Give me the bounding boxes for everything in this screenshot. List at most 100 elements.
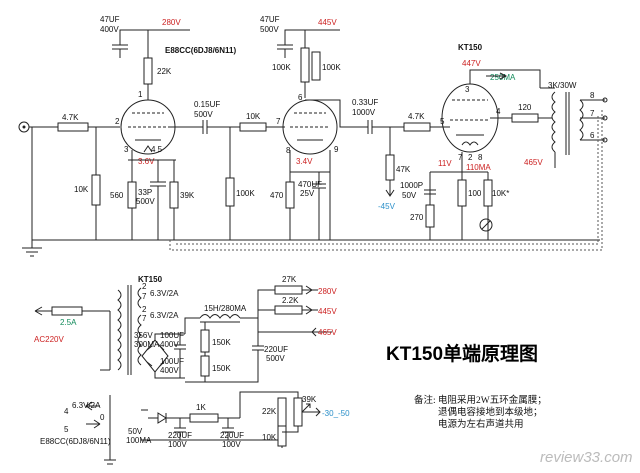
s1-rk-label: 560 bbox=[110, 191, 124, 200]
psu-acin-label: AC220V bbox=[34, 335, 64, 344]
psu-c5v-label: 100V bbox=[222, 440, 241, 449]
psu-pin-top-7: 7 bbox=[142, 292, 147, 301]
s2-rgridin-label: 10K bbox=[246, 112, 261, 121]
out-tap-7: 7 bbox=[590, 109, 595, 118]
out-rscreen-label: 120 bbox=[518, 103, 532, 112]
s1-rk2-label: 39K bbox=[180, 191, 195, 200]
s1-ckv-label: 500V bbox=[136, 197, 155, 206]
s2-rk-label: 470 bbox=[270, 191, 284, 200]
out-r100-label: 100 bbox=[468, 189, 482, 198]
out-vplate-label: 447V bbox=[462, 59, 481, 68]
psu-rbleed2-label: 150K bbox=[212, 364, 231, 373]
s1-pin-1: 1 bbox=[138, 90, 143, 99]
r-in: 4.7K bbox=[57, 113, 89, 132]
bias-diode bbox=[148, 412, 170, 424]
psu-c2v-label: 400V bbox=[160, 366, 179, 375]
out-vscreen-label: 465V bbox=[524, 158, 543, 167]
s1-pin-45: 4 5 bbox=[151, 145, 163, 154]
choke-inductor bbox=[199, 314, 241, 323]
s2-rgrid-label: 100K bbox=[236, 189, 255, 198]
psu-hvsec-label: 356V bbox=[134, 331, 153, 340]
s2-cap-v-label: 500V bbox=[260, 25, 279, 34]
s2-ck-label: 470UF bbox=[298, 180, 322, 189]
s1-vk-label: 3.6V bbox=[138, 157, 155, 166]
power-transformer bbox=[117, 285, 142, 375]
s1-pin-3: 3 bbox=[124, 145, 129, 154]
psu-rbleed1-label: 150K bbox=[212, 338, 231, 347]
tube-kt150 bbox=[441, 83, 499, 153]
psu-tube2-label: E88CC(6DJ8/6N11) bbox=[40, 437, 111, 446]
psu-pin-mid-2: 2 bbox=[142, 305, 147, 314]
out-rk-label: 270 bbox=[410, 213, 424, 222]
meter-icon bbox=[479, 218, 493, 232]
out-tap-8: 8 bbox=[590, 91, 595, 100]
psu-pin-mid-7: 7 bbox=[142, 314, 147, 323]
psu-r22kb-label: 22K bbox=[262, 407, 277, 416]
psu-pin-top-2: 2 bbox=[142, 282, 147, 291]
psu-biassec-label: 50V bbox=[128, 427, 143, 436]
psu-r27k-label: 27K bbox=[282, 275, 297, 284]
tube-e88cc-1 bbox=[120, 99, 176, 155]
out-pin-3: 3 bbox=[465, 85, 470, 94]
note-line-2: 退偶电容接地到本级地； bbox=[438, 406, 543, 418]
s1-ccpl-label: 0.15UF bbox=[194, 100, 220, 109]
psu-c3v-label: 500V bbox=[266, 354, 285, 363]
s1-pin-2: 2 bbox=[115, 117, 120, 126]
psu-c1-label: 100UF bbox=[160, 331, 184, 340]
s2-r2-label: 100K bbox=[322, 63, 341, 72]
out-pin-5: 5 bbox=[440, 117, 445, 126]
psu-biasout-label: -30_-50 bbox=[322, 409, 350, 418]
psu-out3-label: 465V bbox=[318, 328, 337, 337]
stage1-supply-cap: 47UF 400V bbox=[100, 15, 128, 58]
psu-r1k-label: 1K bbox=[196, 403, 206, 412]
out-pin-8: 8 bbox=[478, 153, 483, 162]
out-pin-2: 2 bbox=[468, 153, 473, 162]
s1-cap-v-label: 400V bbox=[100, 25, 119, 34]
psu-choke-label: 15H/280MA bbox=[204, 304, 247, 313]
psu-h3-pin-0: 0 bbox=[100, 413, 105, 422]
psu-heater1-label: 6.3V/2A bbox=[150, 289, 179, 298]
s2-ccplv-label: 1000V bbox=[352, 108, 376, 117]
s2-pin-7: 7 bbox=[276, 117, 281, 126]
psu-c5-label: 220UF bbox=[220, 431, 244, 440]
psu-r22k-label: 2.2K bbox=[282, 296, 299, 305]
out-pin-4: 4 bbox=[496, 107, 501, 116]
psu-r10kb-label: 10K bbox=[262, 433, 277, 442]
psu-c2-label: 100UF bbox=[160, 357, 184, 366]
s2-cap-label: 47UF bbox=[260, 15, 280, 24]
psu-out2-label: 445V bbox=[318, 307, 337, 316]
psu-h3-pin-4: 4 bbox=[64, 407, 69, 416]
psu-biasi-label: 100MA bbox=[126, 436, 152, 445]
s2-pin-9: 9 bbox=[334, 145, 339, 154]
r-grid-label: 10K bbox=[74, 185, 89, 194]
out-pin-7: 7 bbox=[458, 153, 463, 162]
s2-r1-label: 100K bbox=[272, 63, 291, 72]
out-rbias-label: 47K bbox=[396, 165, 411, 174]
psu-r39k-label: 39K bbox=[302, 395, 317, 404]
s2-bplus-label: 445V bbox=[318, 18, 337, 27]
psu-heater2-label: 6.3V/2A bbox=[150, 311, 179, 320]
s1-tube-label: E88CC(6DJ8/6N11) bbox=[165, 46, 236, 55]
out-xfmr-label: 3K/30W bbox=[548, 81, 577, 90]
output-transformer bbox=[551, 91, 584, 155]
s2-pin-6: 6 bbox=[298, 93, 303, 102]
out-ckv-label: 50V bbox=[402, 191, 417, 200]
psu-c3-label: 220UF bbox=[264, 345, 288, 354]
s2-pin-8: 8 bbox=[286, 146, 291, 155]
out-biasv-label: -45V bbox=[378, 202, 396, 211]
s1-ccplv-label: 500V bbox=[194, 110, 213, 119]
out-rgs-label: 4.7K bbox=[408, 112, 425, 121]
s1-bplus-label: 280V bbox=[162, 18, 181, 27]
stage2-supply-cap: 47UF 500V bbox=[260, 15, 293, 58]
note-line-1: 电阻采用2W五环金属膜； bbox=[438, 394, 547, 406]
diagram-title: KT150单端原理图 bbox=[386, 342, 538, 365]
out-r10k-label: 10K* bbox=[492, 189, 509, 198]
psu-c4v-label: 100V bbox=[168, 440, 187, 449]
out-tap-6: 6 bbox=[590, 131, 595, 140]
psu-h3-pin-5: 5 bbox=[64, 425, 69, 434]
psu-heater3-label: 6.3V/2A bbox=[72, 401, 101, 410]
psu-fuse-label: 2.5A bbox=[60, 318, 77, 327]
s1-rplate-label: 22K bbox=[157, 67, 172, 76]
input-jack bbox=[18, 121, 30, 133]
